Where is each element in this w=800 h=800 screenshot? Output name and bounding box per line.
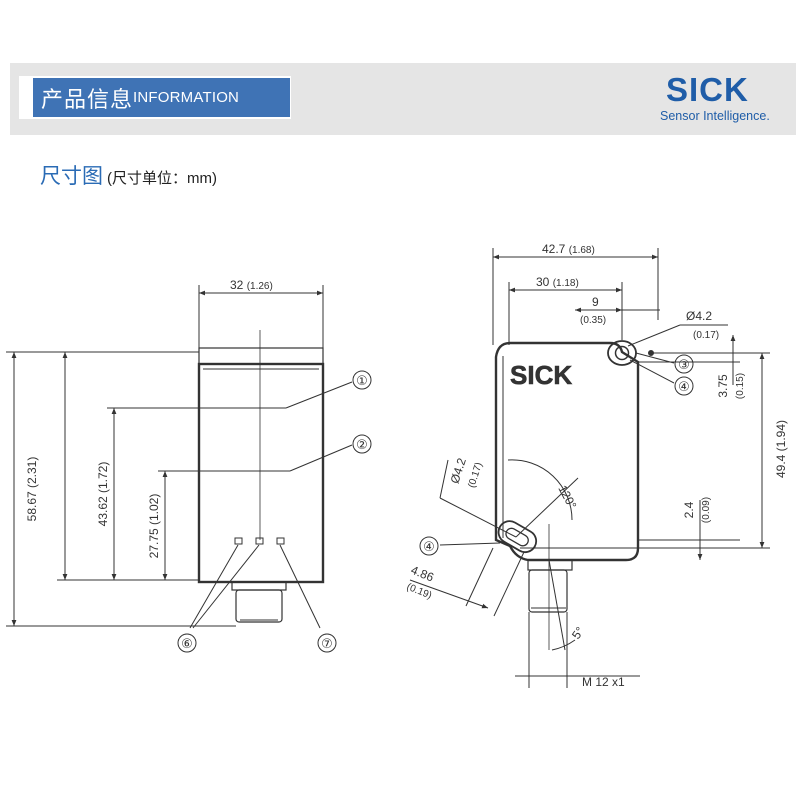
bottom-slot-hole — [497, 520, 538, 554]
front-view-labels: 32 (1.26) 58.67 (2.31) 43.62 (1.72) 27.7… — [25, 278, 368, 651]
hole-spacing-label: 30 (1.18) — [536, 275, 579, 289]
front-height-mid-label: 43.62 (1.72) — [96, 462, 110, 527]
callout-6-circle — [177, 633, 197, 653]
callout-2-circle — [352, 434, 372, 454]
hole-left-dia-label-in: (0.17) — [466, 461, 485, 489]
offset-label: 9 — [592, 295, 599, 309]
callout-6-leader-b — [192, 544, 260, 629]
hole-top-leader — [627, 324, 681, 347]
callout-7-label: ⑦ — [321, 636, 333, 651]
section-title-cn: 尺寸图 — [40, 165, 103, 188]
angle-5-label: 5° — [569, 624, 587, 642]
callout-4-top-circle — [674, 376, 694, 396]
angle-120-ray — [515, 477, 579, 538]
led-2 — [255, 537, 264, 545]
angle-5-ray — [548, 559, 566, 651]
banner-title-en: INFORMATION — [133, 89, 240, 106]
front-height-low-label: 27.75 (1.02) — [147, 494, 161, 559]
callout-1-label: ① — [356, 373, 368, 388]
height-right-label: 49.4 (1.94) — [774, 420, 788, 478]
front-connector — [235, 589, 283, 623]
hole-top-dia-label: Ø4.2 — [686, 309, 712, 323]
left-offset-label-in: (0.19) — [405, 582, 433, 602]
callout-4-top-label: ④ — [678, 379, 690, 394]
height-bottom-label-in: (0.09) — [701, 497, 712, 523]
callout-2-leader — [289, 444, 353, 472]
banner-title-cn: 产品信息 — [41, 86, 134, 112]
overall-width-label: 42.7 (1.68) — [542, 242, 595, 256]
body-logo: SICK — [510, 360, 572, 390]
front-top-flange — [198, 347, 324, 365]
callout-7-circle — [317, 633, 337, 653]
callout-3-leader — [635, 352, 675, 364]
side-connector — [528, 569, 568, 613]
callout-4-left-label: ④ — [423, 539, 435, 554]
dim-lo-line — [409, 579, 489, 609]
front-height-total-label: 58.67 (2.31) — [25, 457, 39, 522]
callout-2-label: ② — [356, 437, 368, 452]
hole-left-dia-label: Ø4.2 — [448, 456, 469, 485]
height-top-label-in: (0.15) — [735, 373, 746, 399]
height-top-label: 3.75 — [716, 374, 730, 398]
front-body — [197, 362, 325, 584]
callout-4-left-circle — [419, 536, 439, 556]
angle-120-arc — [507, 459, 573, 521]
callout-1-leader — [285, 381, 353, 409]
hole-left-leader-b — [439, 459, 449, 499]
callout-1-circle — [352, 370, 372, 390]
callout-4-top-leader — [629, 359, 675, 384]
hole-top-dia-label-in: (0.17) — [693, 330, 719, 341]
front-width-label: 32 (1.26) — [230, 278, 273, 292]
front-connector-base — [231, 581, 287, 591]
callout-3-circle — [674, 354, 694, 374]
offset-label-in: (0.35) — [580, 315, 606, 326]
thread-label: M 12 x1 — [582, 675, 625, 689]
top-mount-hole — [614, 345, 630, 361]
led-1 — [234, 537, 243, 545]
side-body — [494, 341, 640, 562]
sick-logo: SICK Sensor Intelligence. — [658, 71, 794, 125]
led-3 — [276, 537, 285, 545]
height-bottom-label: 2.4 — [682, 501, 696, 518]
callout-6-leader-a — [189, 544, 239, 629]
callout-6-label: ⑥ — [181, 636, 193, 651]
callout-7-leader — [279, 544, 321, 629]
dim-lo-ext-b — [493, 551, 525, 617]
side-view — [409, 248, 770, 688]
hole-left-leader-a — [439, 497, 517, 538]
logo-wordmark: SICK — [666, 71, 749, 108]
section-unit-note: (尺寸单位：mm) — [107, 170, 217, 187]
callout-3-label: ③ — [678, 357, 690, 372]
dim-lo-ext-a — [465, 547, 494, 607]
logo-tagline: Sensor Intelligence. — [660, 109, 770, 123]
callout-4-left-leader — [439, 542, 501, 546]
front-view — [6, 285, 372, 653]
section-title: 尺寸图(尺寸单位：mm) — [40, 160, 217, 190]
